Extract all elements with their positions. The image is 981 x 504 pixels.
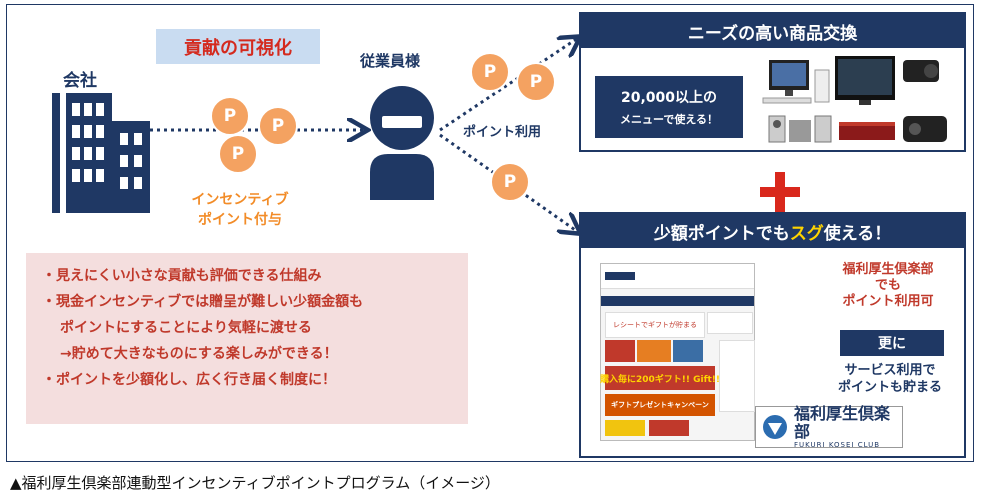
point-coin: P (470, 52, 510, 92)
merit-item: ・ポイントを少額化し、広く行き届く制度に！ (42, 372, 336, 388)
goods-exchange-panel: ニーズの高い商品交換 20,000以上の メニューで使える！ (579, 12, 966, 152)
company-label: 会社 (63, 71, 97, 91)
small-points-title: 少額ポイントでもスグ使える！ (581, 214, 964, 248)
point-use-label: ポイント利用 (463, 125, 542, 140)
building-icon (52, 93, 150, 213)
menu-count-box: 20,000以上の メニューで使える！ (595, 76, 743, 138)
plus-icon (758, 170, 802, 214)
point-coin: P (218, 134, 258, 174)
point-coin: P (490, 162, 530, 202)
site-banner: ギフトプレゼントキャンペーン (605, 394, 715, 416)
logo-mark-icon (763, 415, 787, 439)
point-coin: P (258, 106, 298, 146)
further-badge: 更に (840, 330, 944, 356)
employee-icon (370, 86, 434, 200)
website-screenshot: レシートでギフトが貯まる 購入毎に200ギフト!! Gift!! ギフトプレゼン… (600, 263, 755, 441)
fukuri-logo: 福利厚生倶楽部 FUKURI KOSEI CLUB (755, 405, 903, 449)
incentive-label: インセンティブ ポイント付与 (191, 192, 289, 228)
title-box: 貢献の可視化 (156, 29, 320, 64)
figure-caption: ▲福利厚生倶楽部連動型インセンティブポイントプログラム（イメージ） (10, 474, 500, 492)
site-banner: レシートでギフトが貯まる (605, 312, 705, 338)
goods-exchange-title: ニーズの高い商品交換 (581, 14, 964, 48)
earn-note: サービス利用で ポイントも貯まる (837, 363, 942, 395)
employee-label: 従業員様 (360, 52, 421, 70)
point-coin: P (210, 96, 250, 136)
employee-to-goods-arrow (439, 38, 578, 132)
usable-note: 福利厚生倶楽部 でも ポイント利用可 (842, 262, 934, 309)
merit-item: ・見えにくい小さな貢献も評価できる仕組み (42, 268, 322, 284)
merit-item: →貯めて大きなものにする楽しみができる！ (60, 346, 338, 362)
site-banner: 購入毎に200ギフト!! Gift!! (600, 366, 720, 390)
products-image (762, 56, 947, 143)
merits-box: ・見えにくい小さな貢献も評価できる仕組み ・現金インセンティブでは贈呈が難しい少… (26, 253, 468, 424)
point-coin: P (516, 62, 556, 102)
merit-item: ポイントにすることにより気軽に渡せる (60, 320, 312, 336)
merit-item: ・現金インセンティブでは贈呈が難しい少額金額も (42, 294, 364, 310)
